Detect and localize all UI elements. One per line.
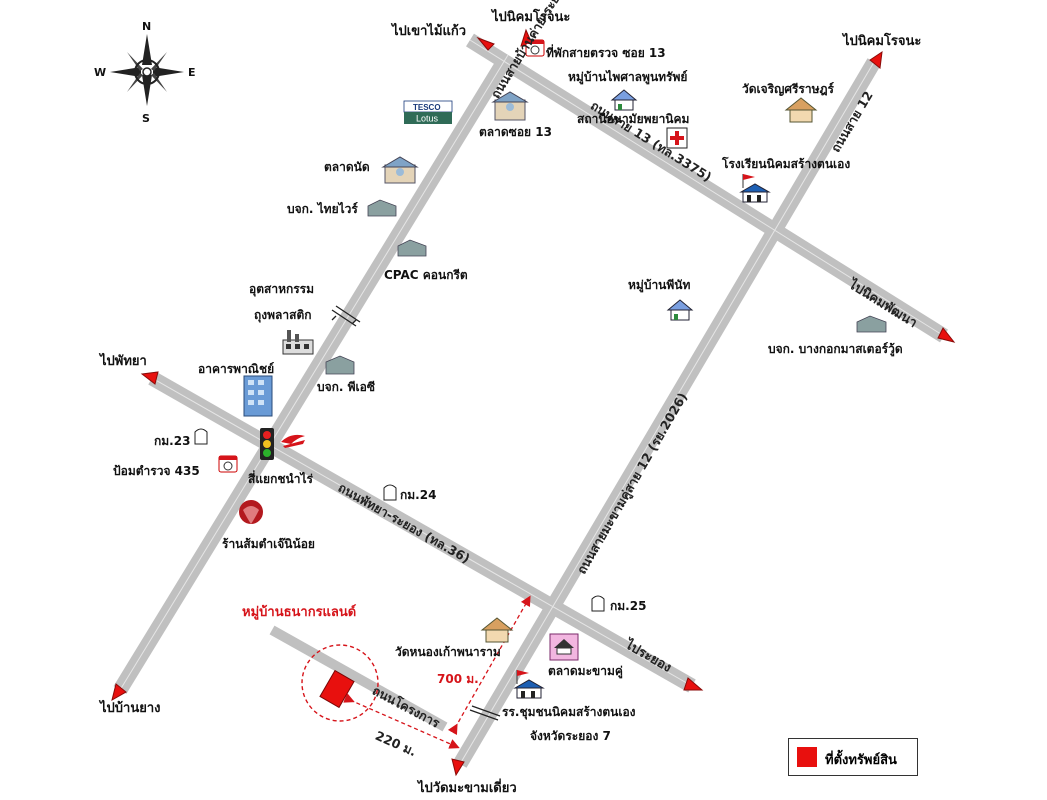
arrow-nikhom-rojana-2 bbox=[869, 50, 883, 69]
arrow-khao-mai-kaeo bbox=[476, 36, 495, 51]
label-school-nikhom: โรงเรียนนิคมสร้างตนเอง bbox=[722, 157, 851, 171]
arrow-rayong bbox=[683, 677, 704, 691]
building-icon bbox=[243, 375, 273, 417]
label-wat-phak: วัดหนองเก้าพนาราม bbox=[395, 645, 501, 659]
village-house-icon bbox=[610, 89, 638, 111]
km-post-icon bbox=[591, 595, 605, 612]
police-box-icon bbox=[525, 39, 545, 57]
compass-rose-icon bbox=[110, 34, 184, 106]
compass-n: N bbox=[142, 20, 152, 33]
dir-nikhom-rojana-2: ไปนิคมโรจนะ bbox=[843, 34, 922, 49]
factory-icon bbox=[367, 199, 397, 217]
legend-marker-swatch bbox=[797, 747, 817, 767]
label-mooban-thanakorn: หมู่บ้านธนากรแลนด์ bbox=[242, 605, 357, 620]
label-wat-charoen: วัดเจริญศรีราษฎร์ bbox=[742, 82, 834, 96]
km-post-icon bbox=[194, 428, 208, 445]
factory-icon bbox=[325, 355, 355, 375]
market-icon bbox=[491, 91, 529, 121]
arrow-ban-yang bbox=[111, 683, 127, 702]
label-pea: บจก. พีเอซี bbox=[317, 380, 376, 394]
property-radius bbox=[301, 644, 379, 722]
label-talat-soi13: ตลาดซอย 13 bbox=[479, 125, 552, 139]
compass-e: E bbox=[188, 66, 196, 79]
dir-khao-mai-kaeo: ไปเขาไม้แก้ว bbox=[392, 24, 467, 39]
distance-700-line bbox=[447, 595, 531, 736]
label-mooban-phinat: หมู่บ้านพีนัท bbox=[628, 278, 691, 292]
health-station-icon bbox=[666, 127, 688, 149]
label-intersection: สี่แยกชนำไร่ bbox=[248, 472, 313, 486]
village-house-icon bbox=[666, 299, 694, 321]
dir-ban-yang: ไปบ้านยาง bbox=[100, 701, 161, 716]
school-icon bbox=[739, 174, 771, 203]
compass-w: W bbox=[94, 66, 107, 79]
label-plastic-2: ถุงพลาสติก bbox=[254, 308, 312, 322]
label-talat-nat: ตลาดนัด bbox=[324, 160, 370, 174]
industry-icon bbox=[282, 330, 314, 355]
compass-s: S bbox=[142, 112, 150, 125]
label-bangkok-master: บจก. บางกอกมาสเตอร์วู้ด bbox=[768, 342, 903, 356]
label-police-box13: ที่พักสายตรวจ ซอย 13 bbox=[546, 46, 666, 60]
distance-700-label: 700 ม. bbox=[437, 672, 479, 686]
orange-shop-icon bbox=[239, 500, 263, 524]
label-orange-shop: ร้านส้มตำเจ๊นิน้อย bbox=[222, 537, 315, 551]
tesco-lotus-logo: TESCO Lotus bbox=[403, 100, 453, 124]
police-box-icon bbox=[218, 455, 238, 473]
label-school-chumchon-2: จังหวัดระยอง 7 bbox=[530, 729, 611, 743]
label-cpac: CPAC คอนกรีต bbox=[384, 268, 468, 282]
arrow-pattaya bbox=[140, 371, 159, 385]
market-pavilion-icon bbox=[549, 633, 579, 661]
km-post-icon bbox=[383, 484, 397, 501]
dir-wat-makham: ไปวัดมะขามเดี่ยว bbox=[418, 781, 517, 796]
distance-220-line bbox=[343, 693, 460, 749]
arrow-wat-makham bbox=[451, 758, 465, 777]
school-icon bbox=[513, 670, 545, 699]
wing-logo-icon bbox=[281, 434, 305, 448]
label-km25: กม.25 bbox=[610, 599, 647, 613]
temple-icon bbox=[480, 617, 514, 643]
dir-nikhom-rojana-1: ไปนิคมโรจนะ bbox=[492, 10, 571, 25]
traffic-light-icon bbox=[260, 428, 274, 460]
label-commercial: อาคารพาณิชย์ bbox=[198, 362, 275, 376]
temple-icon bbox=[784, 97, 818, 123]
label-talat-makham: ตลาดมะขามคู่ bbox=[548, 664, 623, 678]
label-school-chumchon-1: รร.ชุมชนนิคมสร้างตนเอง bbox=[502, 705, 636, 719]
lotus-text: Lotus bbox=[416, 114, 439, 124]
market-icon bbox=[381, 156, 419, 184]
label-mooban-phaisan: หมู่บ้านไพศาลพูนทรัพย์ bbox=[568, 70, 688, 84]
label-plastic-1: อุตสาหกรรม bbox=[249, 282, 315, 296]
label-km24: กม.24 bbox=[400, 488, 437, 502]
label-thai-wire: บจก. ไทยไวร์ bbox=[287, 202, 358, 216]
legend-label: ที่ตั้งทรัพย์สิน bbox=[825, 753, 897, 768]
factory-icon bbox=[856, 315, 887, 333]
label-km23: กม.23 bbox=[154, 434, 191, 448]
dir-pattaya: ไปพัทยา bbox=[100, 354, 147, 369]
factory-icon bbox=[397, 239, 427, 257]
map-legend: ที่ตั้งทรัพย์สิน bbox=[788, 738, 918, 776]
tesco-text: TESCO bbox=[413, 103, 441, 112]
arrow-nikhom-phatthana bbox=[937, 327, 956, 343]
label-police435: ป้อมตำรวจ 435 bbox=[113, 464, 200, 478]
label-health-station: สถานีอนามัยพยานิคม bbox=[577, 112, 690, 126]
